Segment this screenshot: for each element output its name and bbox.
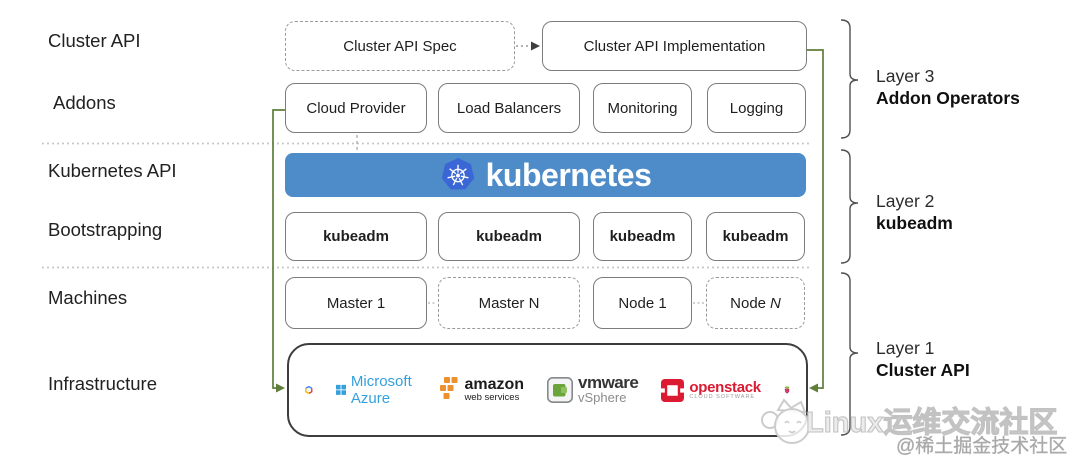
machine-box-node-1: Node 1 — [593, 277, 692, 329]
aws-logo: amazon web services — [440, 375, 525, 404]
infrastructure-box: Microsoft Azure amazon web services — [287, 343, 808, 437]
addon-box-logging: Logging — [707, 83, 806, 133]
layer1-label: Layer 1 Cluster API — [876, 338, 1076, 381]
azure-logo: Microsoft Azure — [335, 373, 418, 407]
row-label-kubernetes-api: Kubernetes API — [48, 160, 177, 181]
node-n-label: Node — [730, 294, 766, 312]
row-label-addons: Addons — [53, 92, 116, 113]
google-cloud-hexagon-icon — [305, 385, 313, 395]
machine-box-master-n: Master N — [438, 277, 580, 329]
cluster-api-implementation-box: Cluster API Implementation — [542, 21, 807, 71]
addon-box-cloud-provider: Cloud Provider — [285, 83, 427, 133]
row-label-machines: Machines — [48, 287, 128, 308]
vmware-icon — [547, 377, 574, 403]
arrow-left-icon — [809, 383, 818, 393]
azure-window-icon — [335, 384, 346, 395]
machine-box-node-n: Node N — [706, 277, 805, 329]
kubernetes-wordmark: kubernetes — [485, 157, 652, 193]
kubeadm-box-1: kubeadm — [285, 212, 427, 261]
raspberry-pi-icon — [784, 386, 790, 394]
openstack-label: openstack — [689, 378, 761, 396]
openstack-icon — [661, 378, 685, 402]
addon-box-load-balancers: Load Balancers — [438, 83, 580, 133]
layer2-subtitle: kubeadm — [876, 212, 953, 233]
row-label-infrastructure: Infrastructure — [48, 373, 157, 394]
layer3-label: Layer 3 Addon Operators — [876, 66, 1076, 109]
arrow-right-icon — [276, 383, 285, 393]
cartoon-cat-mascot-icon — [761, 398, 810, 444]
kubeadm-box-3: kubeadm — [593, 212, 692, 261]
layer3-bracket — [840, 19, 859, 139]
layer1-title: Layer 1 — [876, 338, 935, 358]
left-green-connector — [272, 109, 285, 389]
layer3-title: Layer 3 — [876, 66, 935, 86]
vmware-label: vmware — [578, 372, 639, 392]
right-green-connector — [807, 49, 824, 389]
machine-box-master-1: Master 1 — [285, 277, 427, 329]
openstack-logo: openstack CLOUD SOFTWARE — [661, 378, 761, 402]
kubeadm-box-2: kubeadm — [438, 212, 580, 261]
arrow-right-icon — [531, 41, 540, 51]
kubernetes-banner: kubernetes — [285, 153, 806, 197]
openstack-tagline: CLOUD SOFTWARE — [689, 393, 756, 400]
row-label-bootstrapping: Bootstrapping — [48, 219, 163, 240]
watermark-juejin: @稀土掘金技术社区 — [896, 436, 1068, 457]
aws-sublabel: web services — [464, 391, 520, 403]
addon-box-monitoring: Monitoring — [593, 83, 692, 133]
layer2-title: Layer 2 — [876, 191, 935, 211]
aws-cubes-icon — [440, 376, 458, 399]
layer3-subtitle: Addon Operators — [876, 87, 1020, 108]
node-n-italic-n: N — [770, 294, 781, 312]
watermark-community: Linux运维交流社区 — [805, 406, 1058, 439]
layer1-subtitle: Cluster API — [876, 359, 970, 380]
vmware-logo: vmware vSphere — [547, 372, 639, 405]
layer2-label: Layer 2 kubeadm — [876, 191, 1076, 234]
kubeadm-box-4: kubeadm — [706, 212, 805, 261]
row-label-cluster-api: Cluster API — [48, 30, 141, 51]
aws-label: amazon — [464, 375, 525, 393]
kubernetes-helm-wheel-icon — [441, 157, 474, 189]
vsphere-label: vSphere — [578, 389, 627, 405]
azure-label: Microsoft Azure — [350, 373, 412, 407]
layer2-bracket — [840, 149, 859, 264]
cluster-api-spec-box: Cluster API Spec — [285, 21, 515, 71]
